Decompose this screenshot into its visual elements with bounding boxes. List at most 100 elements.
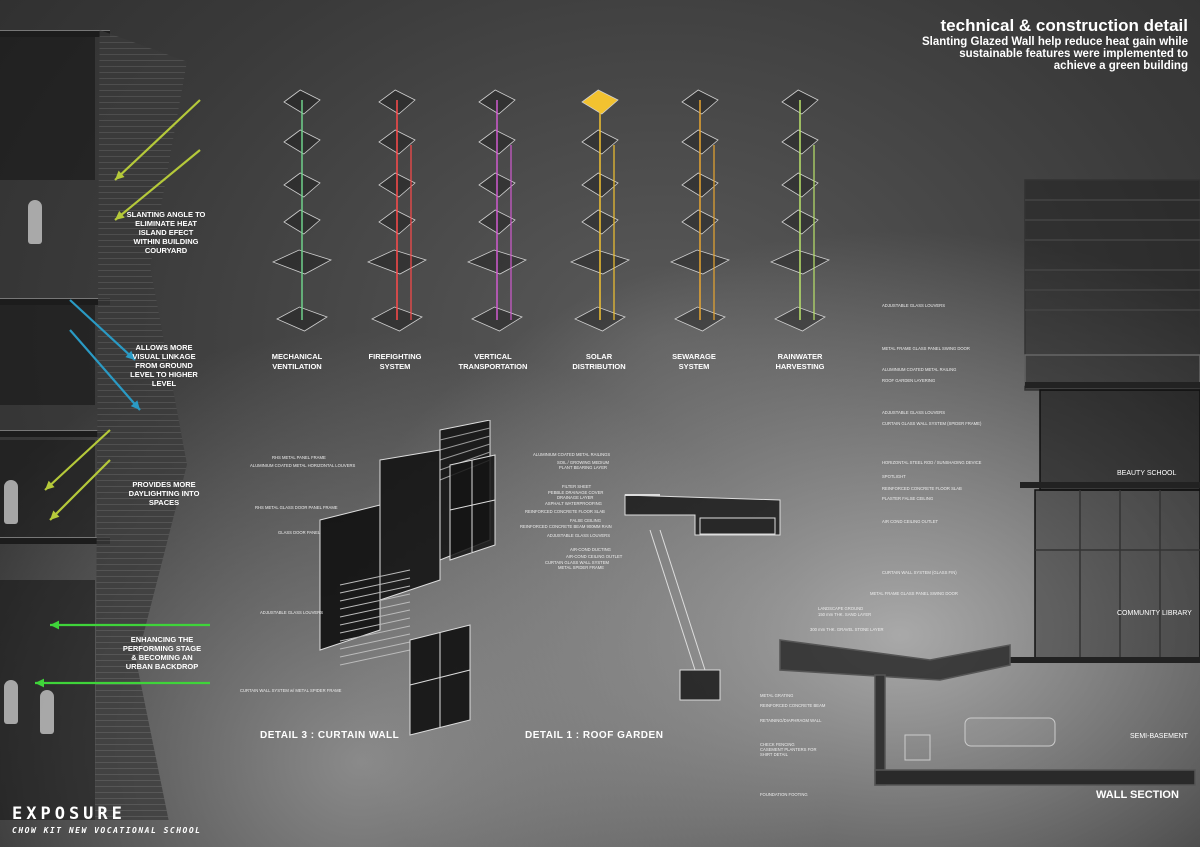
floor-slab [0, 430, 110, 437]
system-diagram-transportation [466, 85, 528, 340]
roof-garden-drawing [624, 494, 781, 701]
floor-slab [0, 298, 110, 305]
label-door-panel-frame: RHS METAL GLASS DOOR PANEL FRAME [255, 505, 338, 510]
system-diagram-svg [569, 89, 631, 332]
roof-garden-label: FILTER SHEET [562, 484, 592, 489]
roof-garden-label: DRAINAGE LAYER [557, 495, 594, 500]
floor-slab [0, 537, 110, 544]
roof-garden-label: METAL SPIDER FRAME [558, 565, 605, 570]
page-subtitle-1: Slanting Glazed Wall help reduce heat ga… [921, 36, 1188, 48]
detail3-title: DETAIL 3 : CURTAIN WALL [260, 730, 400, 741]
brand-title: EXPOSURE [12, 804, 126, 824]
facade-arrow [69, 329, 141, 411]
facade-arrow-head [45, 480, 55, 490]
wall-section-label: REINFORCED CONCRETE BEAM [760, 703, 826, 708]
label-glass-door-panel: GLASS DOOR PANEL [278, 530, 321, 535]
system-diagram-svg [669, 89, 731, 332]
facade-arrow [49, 459, 111, 521]
facade-arrow-head [130, 400, 140, 410]
facade-room [0, 30, 95, 180]
roof-garden-label: ASPHALT WATERPROOFING [545, 501, 602, 506]
facade-arrow [114, 149, 201, 221]
wall-section-label: FOUNDATION FOOTING [760, 792, 808, 797]
label-horizontal-louvers: ALUMINIUM COATED METAL HORIZONTAL LOUVER… [250, 463, 356, 468]
roof-garden-label: SOIL / GROWING MEDIUM [557, 460, 609, 465]
room-beauty-school: BEAUTY SCHOOL [1117, 470, 1177, 477]
system-diagram-svg [271, 89, 333, 332]
floor-slab [0, 30, 110, 37]
facade-arrow-head [115, 210, 125, 220]
curtain-wall-drawing [319, 420, 496, 736]
page-subtitle-3: achieve a green building [1053, 60, 1188, 72]
person-figure [28, 200, 42, 244]
person-figure [40, 690, 54, 734]
room-semi-basement: SEMI-BASEMENT [1130, 733, 1188, 740]
wall-section-label: AIR COND CEILING OUTLET [882, 519, 939, 524]
system-diagram-rainwater [769, 85, 831, 340]
wall-section-title: WALL SECTION [1096, 789, 1179, 801]
wall-section-label: SPOTLIGHT [882, 474, 906, 479]
wall-section-drawing [779, 179, 1200, 786]
facade-room [0, 305, 95, 405]
detail1-title: DETAIL 1 : ROOF GARDEN [525, 730, 664, 741]
roof-garden-label: REINFORCED CONCRETE BEAM 900MM RAIN [520, 524, 612, 529]
wall-section-label: CASEMENT PLANTERS FOR [760, 747, 817, 752]
system-diagram-svg [466, 89, 528, 332]
facade-arrow-head [50, 620, 60, 630]
person-figure [4, 480, 18, 524]
wall-section-label: METAL FRAME GLASS PANEL SWING DOOR [882, 346, 970, 351]
facade-arrow-head [35, 678, 45, 688]
wall-section-label: CHECK FENCING [760, 742, 795, 747]
roof-garden-label: ALUMINIUM COATED METAL RAILINGS [533, 452, 611, 457]
wall-section-label: ADJUSTABLE GLASS LOUVERS [882, 410, 945, 415]
header: technical & construction detail Slanting… [768, 16, 1188, 72]
roof-garden-label: PLANT BEARING LAYER [559, 465, 608, 470]
facade-arrow-head [125, 350, 135, 360]
facade-arrow-head [115, 170, 125, 180]
wall-section-label: METAL GRATING [760, 693, 794, 698]
facade-arrows [35, 99, 210, 688]
label-rhs-panel: RHS METAL PANEL FRAME [272, 455, 326, 460]
roof-garden-label: FALSE CEILING [570, 518, 601, 523]
roof-garden-label: AIR-COND CEILING OUTLET [566, 554, 623, 559]
roof-garden-label: AIR-COND DUCTING [570, 547, 611, 552]
room-community-library: COMMUNITY LIBRARY [1117, 610, 1192, 617]
wall-section-label: 150 mm THK. SAND LAYER [818, 612, 872, 617]
wall-section-label: CURTAIN WALL SYSTEM (GLASS FIN) [882, 570, 957, 575]
facade-arrow [44, 429, 111, 491]
wall-section-label: 300 mm THK. GRAVEL STONE LAYER [810, 627, 884, 632]
page-title: technical & construction detail [940, 16, 1189, 35]
system-diagram-ventilation [271, 85, 333, 340]
wall-section-label: RETAINING/DIAPHRAGM WALL [760, 718, 822, 723]
note-heat-island: SLANTING ANGLE TO ELIMINATE HEAT ISLAND … [126, 210, 206, 255]
facade-arrow-head [50, 510, 60, 520]
wall-section-label: ALUMINIUM COATED METAL RAILING [882, 367, 957, 372]
wall-section-label: SHIRT DETAIL [760, 752, 788, 757]
wall-section-label: LANDSCAPE GROUND [818, 606, 864, 611]
roof-garden-label: ADJUSTABLE GLASS LOUVERS [547, 533, 610, 538]
wall-section-label: HORIZONTAL STEEL ROD / SUNSHADING DEVICE [882, 460, 982, 465]
facade-arrow [114, 99, 201, 181]
facade-arrow [69, 299, 136, 361]
system-diagram-svg [366, 89, 428, 332]
person-figure [4, 680, 18, 724]
system-diagram-sewarage [669, 85, 731, 340]
system-diagram-firefighting [366, 85, 428, 340]
wall-section-label: METAL FRAME GLASS PANEL SWING DOOR [870, 591, 958, 596]
label-spider-frame: CURTAIN WALL SYSTEM w/ METAL SPIDER FRAM… [240, 688, 342, 693]
note-urban-backdrop: ENHANCING THE PERFORMING STAGE & BECOMIN… [122, 635, 202, 671]
wall-section-label: REINFORCED CONCRETE FLOOR SLAB [882, 486, 962, 491]
note-daylighting: PROVIDES MORE DAYLIGHTING INTO SPACES [128, 480, 200, 507]
page-subtitle-2: sustainable features were implemented to [959, 48, 1188, 60]
system-diagram-solar [569, 85, 631, 340]
roof-garden-label: CURTAIN GLASS WALL SYSTEM [545, 560, 609, 565]
roof-garden-label: PEBBLE DRAINAGE COVER [548, 490, 604, 495]
brand-subtitle: CHOW KIT NEW VOCATIONAL SCHOOL [12, 826, 202, 835]
wall-section-label: ROOF GARDEN LAYERING [882, 378, 936, 383]
wall-section-label: CURTAIN GLASS WALL SYSTEM (SPIDER FRAME) [882, 421, 982, 426]
wall-section-label: PLASTER FALSE CEILING [882, 496, 934, 501]
